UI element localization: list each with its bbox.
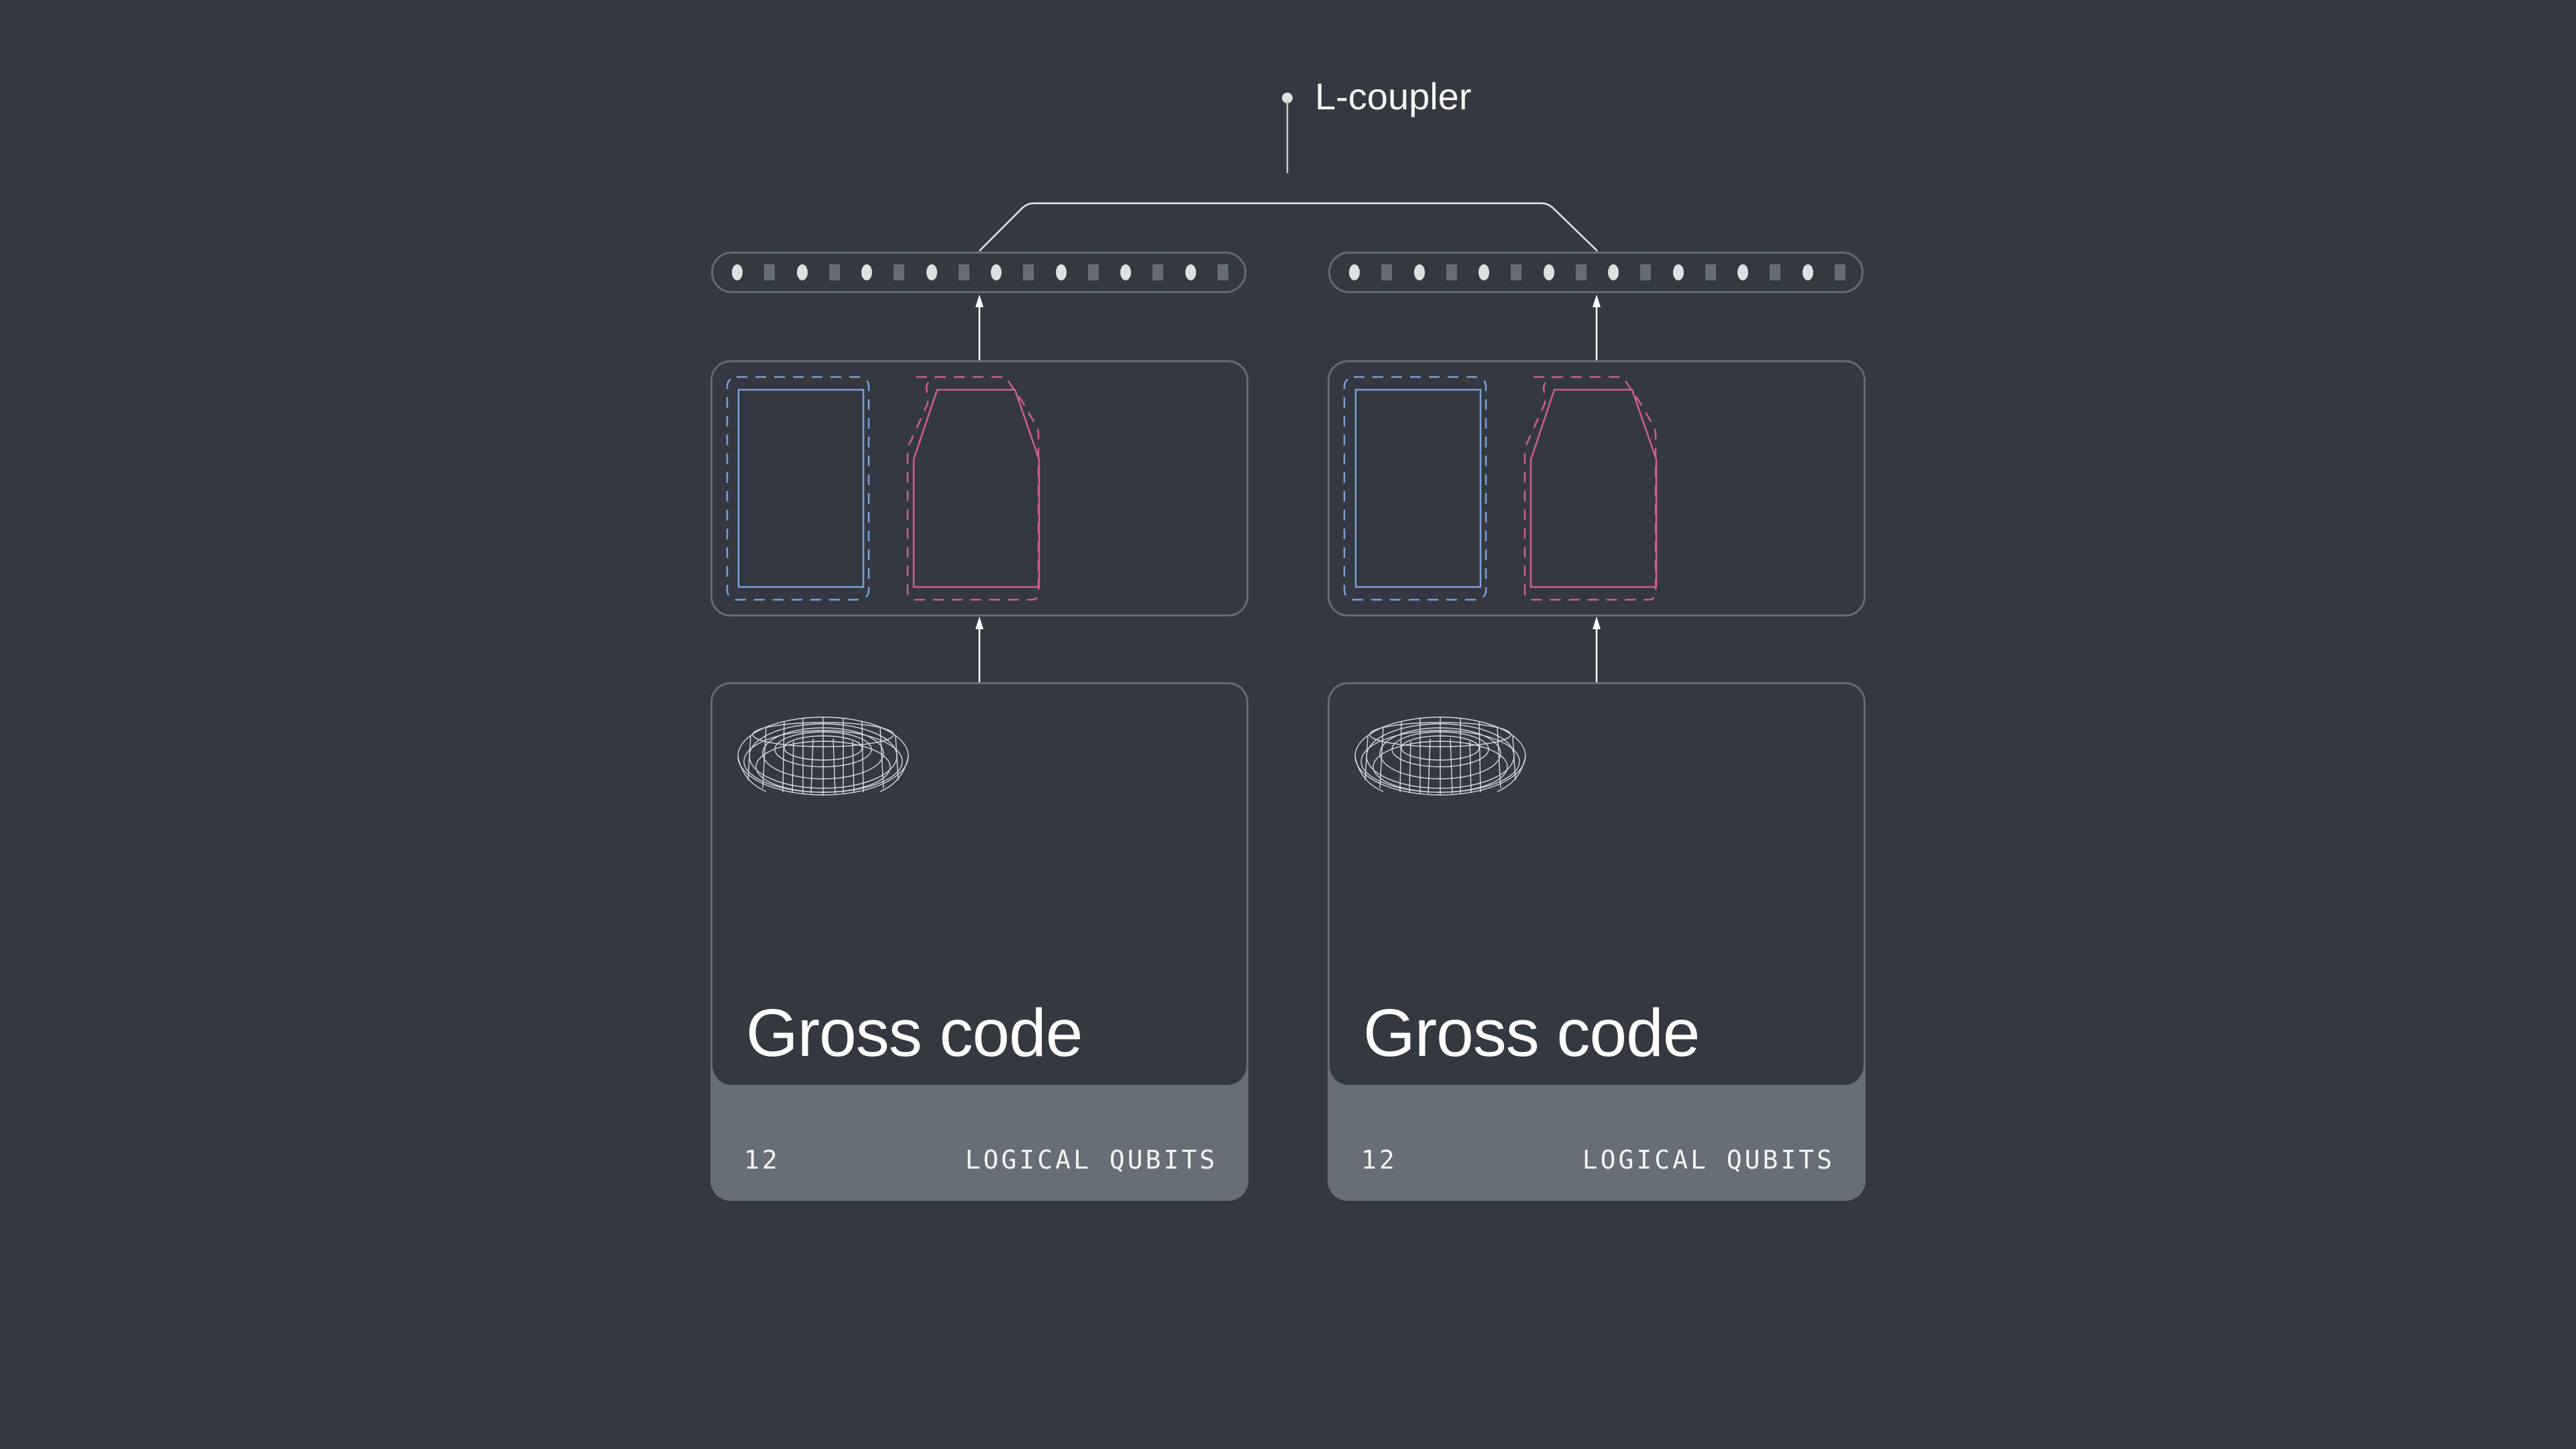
- qubit-square-icon: [764, 264, 775, 280]
- qubit-square-icon: [828, 264, 840, 280]
- qubit-square-icon: [1511, 264, 1522, 280]
- qubit-square-icon: [1446, 264, 1457, 280]
- qubit-circle-icon: [991, 264, 1002, 280]
- code-card-right: Gross code 12 LOGICAL QUBITS: [1328, 682, 1866, 1201]
- card-body: Gross code: [1328, 682, 1866, 1085]
- pink-pentagon-icon: [1529, 388, 1658, 588]
- pink-dashed-outline-icon: [906, 376, 1040, 601]
- qubit-square-icon: [1381, 264, 1393, 280]
- pink-dashed-outline-icon: [1523, 376, 1657, 601]
- l-coupler-label: L-coupler: [1315, 75, 1472, 117]
- card-title: Gross code: [1363, 996, 1700, 1071]
- qubit-circle-icon: [1802, 264, 1813, 280]
- qubit-circle-icon: [1737, 264, 1749, 280]
- qubit-circle-icon: [1672, 264, 1684, 280]
- code-module-right: [1328, 360, 1866, 616]
- qubit-circle-icon: [861, 264, 873, 280]
- card-body: Gross code: [710, 682, 1248, 1085]
- qubit-square-icon: [1023, 264, 1034, 280]
- qubit-square-icon: [1217, 264, 1228, 280]
- module-shapes: [1343, 376, 1658, 601]
- qubit-circle-icon: [1413, 264, 1425, 280]
- qubit-register-left: [711, 252, 1246, 293]
- arrow-card-to-module-right: [1593, 616, 1601, 682]
- coupler-pin: [1282, 93, 1293, 173]
- qubit-square-icon: [1770, 264, 1781, 280]
- qubit-circle-icon: [1543, 264, 1554, 280]
- qubit-square-icon: [1087, 264, 1099, 280]
- qubit-circle-icon: [1349, 264, 1360, 280]
- blue-dashed-outline-icon: [726, 376, 870, 601]
- pink-pentagon-icon: [912, 388, 1040, 588]
- qubit-circle-icon: [1120, 264, 1132, 280]
- qubit-circle-icon: [732, 264, 743, 280]
- qubit-circle-icon: [1055, 264, 1067, 280]
- blue-dashed-outline-icon: [1343, 376, 1487, 601]
- qubit-square-icon: [1152, 264, 1164, 280]
- logical-qubits-label: LOGICAL QUBITS: [965, 1145, 1218, 1175]
- qubit-square-icon: [1575, 264, 1587, 280]
- arrow-card-to-module-left: [975, 616, 983, 682]
- qubit-circle-icon: [926, 264, 937, 280]
- qubit-square-icon: [1834, 264, 1845, 280]
- qubit-square-icon: [958, 264, 969, 280]
- code-card-left: Gross code 12 LOGICAL QUBITS: [710, 682, 1248, 1201]
- logical-qubits-label: LOGICAL QUBITS: [1582, 1145, 1835, 1175]
- blue-rectangle-icon: [1354, 388, 1482, 588]
- logical-qubit-count: 12: [1361, 1145, 1397, 1175]
- qubit-circle-icon: [796, 264, 808, 280]
- card-title: Gross code: [746, 996, 1083, 1071]
- torus-wireframe-icon: [1354, 716, 1526, 796]
- arrow-module-to-pill-right: [1593, 294, 1601, 360]
- coupler-bracket: [979, 202, 1598, 252]
- blue-rectangle-icon: [737, 388, 865, 588]
- qubit-square-icon: [1640, 264, 1652, 280]
- card-footer: 12 LOGICAL QUBITS: [710, 1085, 1248, 1201]
- qubit-square-icon: [1705, 264, 1716, 280]
- code-module-left: [710, 360, 1248, 616]
- qubit-register-right: [1328, 252, 1864, 293]
- qubit-circle-icon: [1479, 264, 1490, 280]
- torus-wireframe-icon: [737, 716, 909, 796]
- card-footer: 12 LOGICAL QUBITS: [1328, 1085, 1866, 1201]
- qubit-circle-icon: [1608, 264, 1619, 280]
- arrow-module-to-pill-left: [975, 294, 983, 360]
- logical-qubit-count: 12: [744, 1145, 780, 1175]
- qubit-square-icon: [894, 264, 905, 280]
- module-shapes: [726, 376, 1040, 601]
- qubit-circle-icon: [1185, 264, 1196, 280]
